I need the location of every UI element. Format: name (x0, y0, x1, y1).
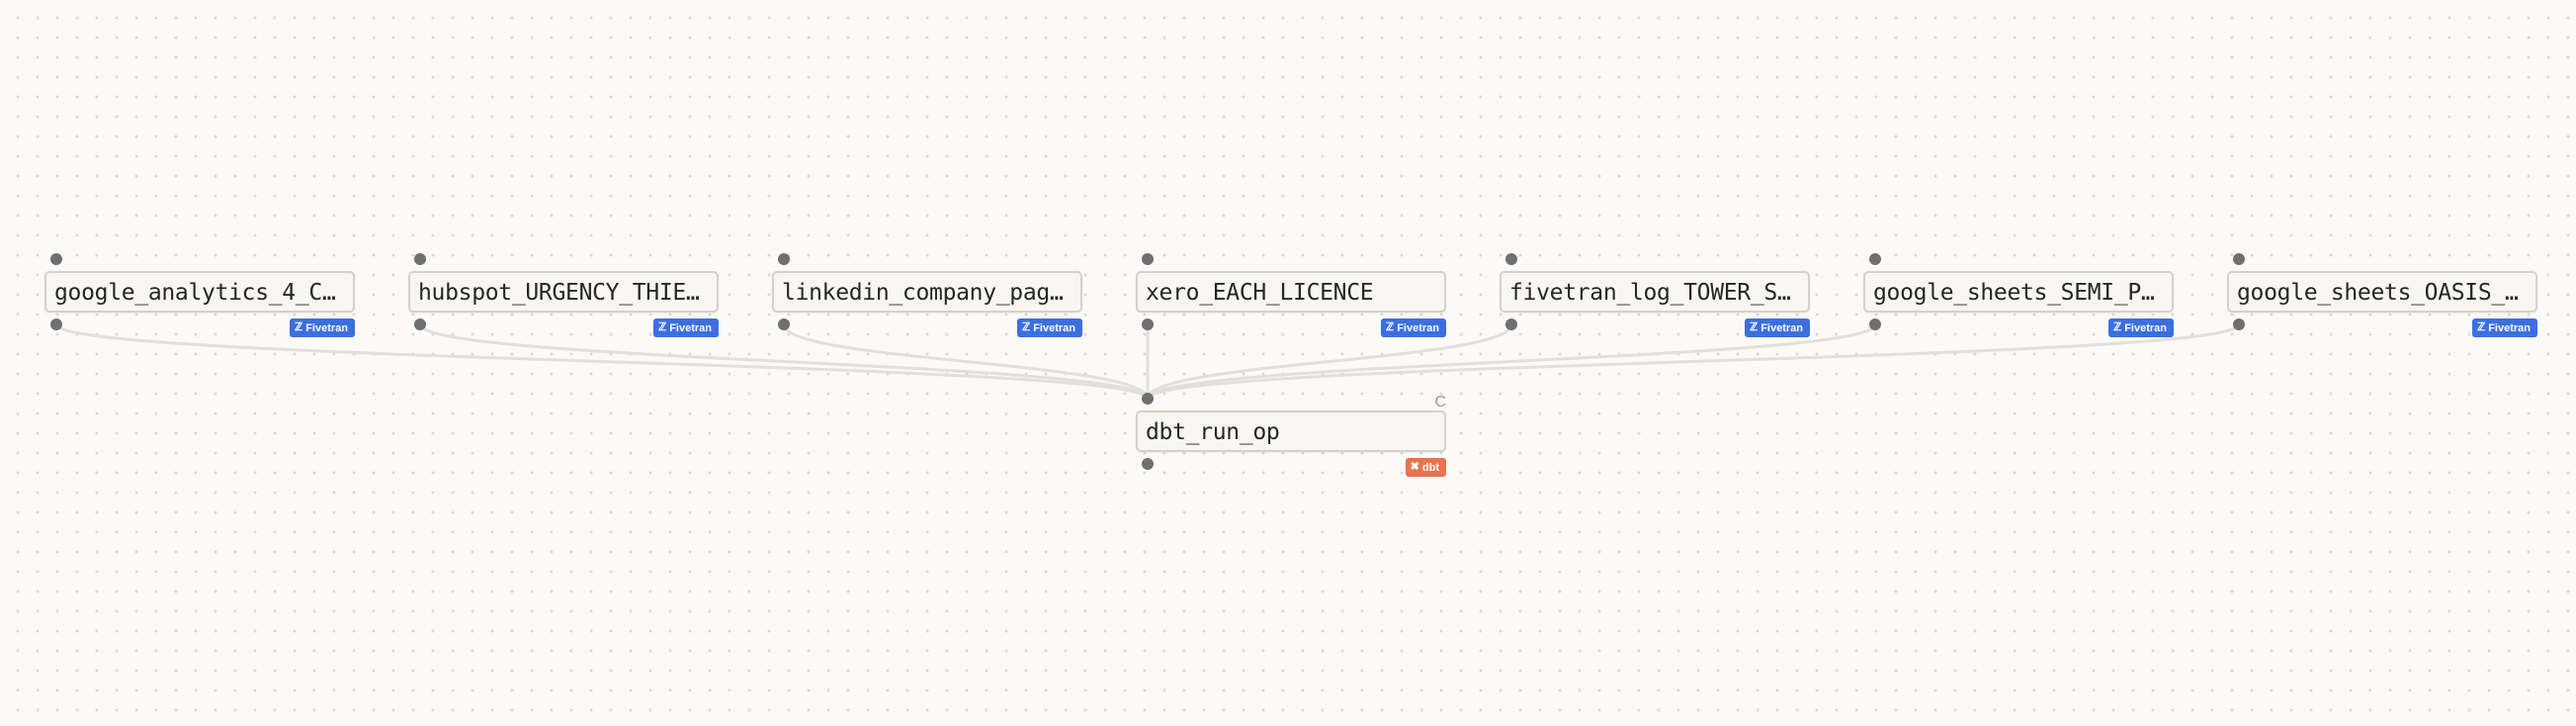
output-port[interactable] (778, 318, 790, 330)
fivetran-badge: ℤ Fivetran (2472, 318, 2537, 337)
input-port[interactable] (1142, 393, 1154, 405)
badge-label: Fivetran (305, 321, 348, 334)
input-port[interactable] (1505, 253, 1517, 265)
fivetran-icon: ℤ (2113, 321, 2122, 333)
input-port[interactable] (1869, 253, 1881, 265)
badge-label: Fivetran (1397, 321, 1439, 334)
input-port[interactable] (50, 253, 62, 265)
dependency-edge (1146, 323, 1513, 400)
dependency-edge (54, 322, 1150, 401)
dbt-badge: ✖ dbt (1405, 458, 1446, 477)
input-port[interactable] (778, 253, 790, 265)
badge-label: Fivetran (1760, 321, 1803, 334)
asset-node-label: xero_EACH_LICENCE (1146, 280, 1374, 306)
fivetran-badge: ℤ Fivetran (1381, 318, 1446, 337)
badge-label: Fivetran (669, 321, 712, 334)
fivetran-badge: ℤ Fivetran (653, 318, 719, 337)
dbt-icon: ✖ (1410, 461, 1419, 473)
fivetran-icon: ℤ (295, 321, 303, 333)
fivetran-icon: ℤ (1750, 321, 1759, 333)
output-port[interactable] (50, 318, 62, 330)
fivetran-badge: ℤ Fivetran (1017, 318, 1082, 337)
badge-label: dbt (1421, 461, 1439, 474)
fivetran-badge: ℤ Fivetran (290, 318, 355, 337)
output-port[interactable] (1869, 318, 1881, 330)
input-port[interactable] (1142, 253, 1154, 265)
badge-label: Fivetran (2124, 321, 2167, 334)
dependency-edge (782, 323, 1150, 400)
asset-node-label: google_sheets_SEMI_P… (1873, 280, 2155, 306)
output-port[interactable] (414, 318, 426, 330)
asset-node-google-sheets-oasis[interactable]: google_sheets_OASIS_… ℤ Fivetran (2227, 253, 2537, 337)
asset-node-linkedin[interactable]: linkedin_company_pag… ℤ Fivetran (772, 253, 1082, 337)
badge-label: Fivetran (2488, 321, 2531, 334)
asset-node-label: google_sheets_OASIS_… (2237, 280, 2519, 306)
node-corner-indicator: C (1434, 394, 1446, 410)
asset-node-label: fivetran_log_TOWER_S… (1509, 280, 1791, 306)
fivetran-icon: ℤ (1022, 321, 1031, 333)
input-port[interactable] (2233, 253, 2245, 265)
asset-node-google-sheets-semi[interactable]: google_sheets_SEMI_P… ℤ Fivetran (1863, 253, 2174, 337)
asset-node-label: dbt_run_op (1146, 419, 1280, 445)
fivetran-badge: ℤ Fivetran (2108, 318, 2174, 337)
asset-node-label: linkedin_company_pag… (782, 280, 1064, 306)
output-port[interactable] (1142, 318, 1154, 330)
input-port[interactable] (414, 253, 426, 265)
asset-node-fivetran-log[interactable]: fivetran_log_TOWER_S… ℤ Fivetran (1500, 253, 1810, 337)
asset-node-hubspot[interactable]: hubspot_URGENCY_THIE… ℤ Fivetran (408, 253, 719, 337)
asset-node-xero[interactable]: xero_EACH_LICENCE ℤ Fivetran (1136, 253, 1446, 337)
fivetran-icon: ℤ (1386, 321, 1395, 333)
asset-node-google-analytics[interactable]: google_analytics_4_C… ℤ Fivetran (44, 253, 355, 337)
output-port[interactable] (1505, 318, 1517, 330)
output-port[interactable] (1142, 458, 1154, 470)
badge-label: Fivetran (1033, 321, 1075, 334)
asset-node-dbt-run-op[interactable]: C dbt_run_op ✖ dbt (1136, 393, 1446, 477)
asset-node-label: hubspot_URGENCY_THIE… (418, 280, 700, 306)
fivetran-badge: ℤ Fivetran (1745, 318, 1810, 337)
fivetran-icon: ℤ (658, 321, 667, 333)
fivetran-icon: ℤ (2477, 321, 2486, 333)
asset-node-label: google_analytics_4_C… (54, 280, 336, 306)
dependency-edge (1146, 322, 2241, 401)
output-port[interactable] (2233, 318, 2245, 330)
